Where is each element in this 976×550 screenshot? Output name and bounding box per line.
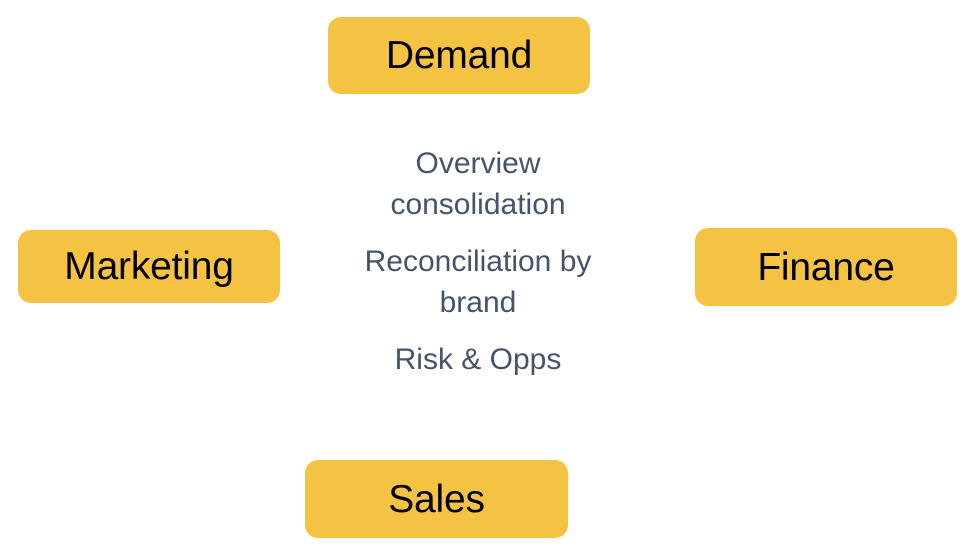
node-finance-label: Finance xyxy=(757,245,895,289)
node-marketing[interactable]: Marketing xyxy=(18,230,280,303)
node-marketing-label: Marketing xyxy=(64,245,234,288)
node-demand-label: Demand xyxy=(385,34,533,77)
center-item-reconciliation-by-brand: Reconciliation by brand xyxy=(364,245,592,319)
center-text-block: Overview consolidation Reconciliation by… xyxy=(328,143,628,380)
node-finance[interactable]: Finance xyxy=(695,228,957,306)
node-sales[interactable]: Sales xyxy=(305,460,568,538)
center-item-overview-consolidation: Overview consolidation xyxy=(390,147,566,221)
node-sales-label: Sales xyxy=(388,477,485,521)
center-item-risk-and-opps: Risk & Opps xyxy=(394,343,562,376)
node-demand[interactable]: Demand xyxy=(328,17,590,94)
